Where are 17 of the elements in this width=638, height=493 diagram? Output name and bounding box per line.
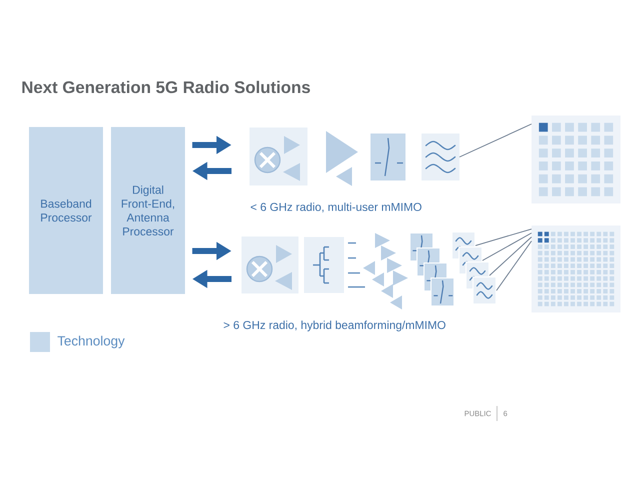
connector-line <box>482 232 532 261</box>
radio-caption: > 6 GHz radio, hybrid beamforming/mMIMO <box>224 320 446 332</box>
filter-block <box>422 134 460 180</box>
legend-label: Technology <box>58 336 125 348</box>
filter-block <box>472 276 496 304</box>
antenna-array <box>532 116 620 204</box>
title: Next Generation 5G Radio Solutions <box>22 80 310 94</box>
mixer-block <box>250 128 308 186</box>
connector-line <box>496 240 532 291</box>
connector-line <box>475 228 532 246</box>
radio-caption: < 6 GHz radio, multi-user mMIMO <box>250 202 422 212</box>
processor-box: Baseband Processor <box>29 127 103 294</box>
connector-line <box>459 124 532 158</box>
mixer-block <box>242 236 298 294</box>
antenna-array <box>532 226 620 312</box>
processor-box: Digital Front-End, Antenna Processor <box>111 127 185 294</box>
connector-line <box>489 236 532 276</box>
